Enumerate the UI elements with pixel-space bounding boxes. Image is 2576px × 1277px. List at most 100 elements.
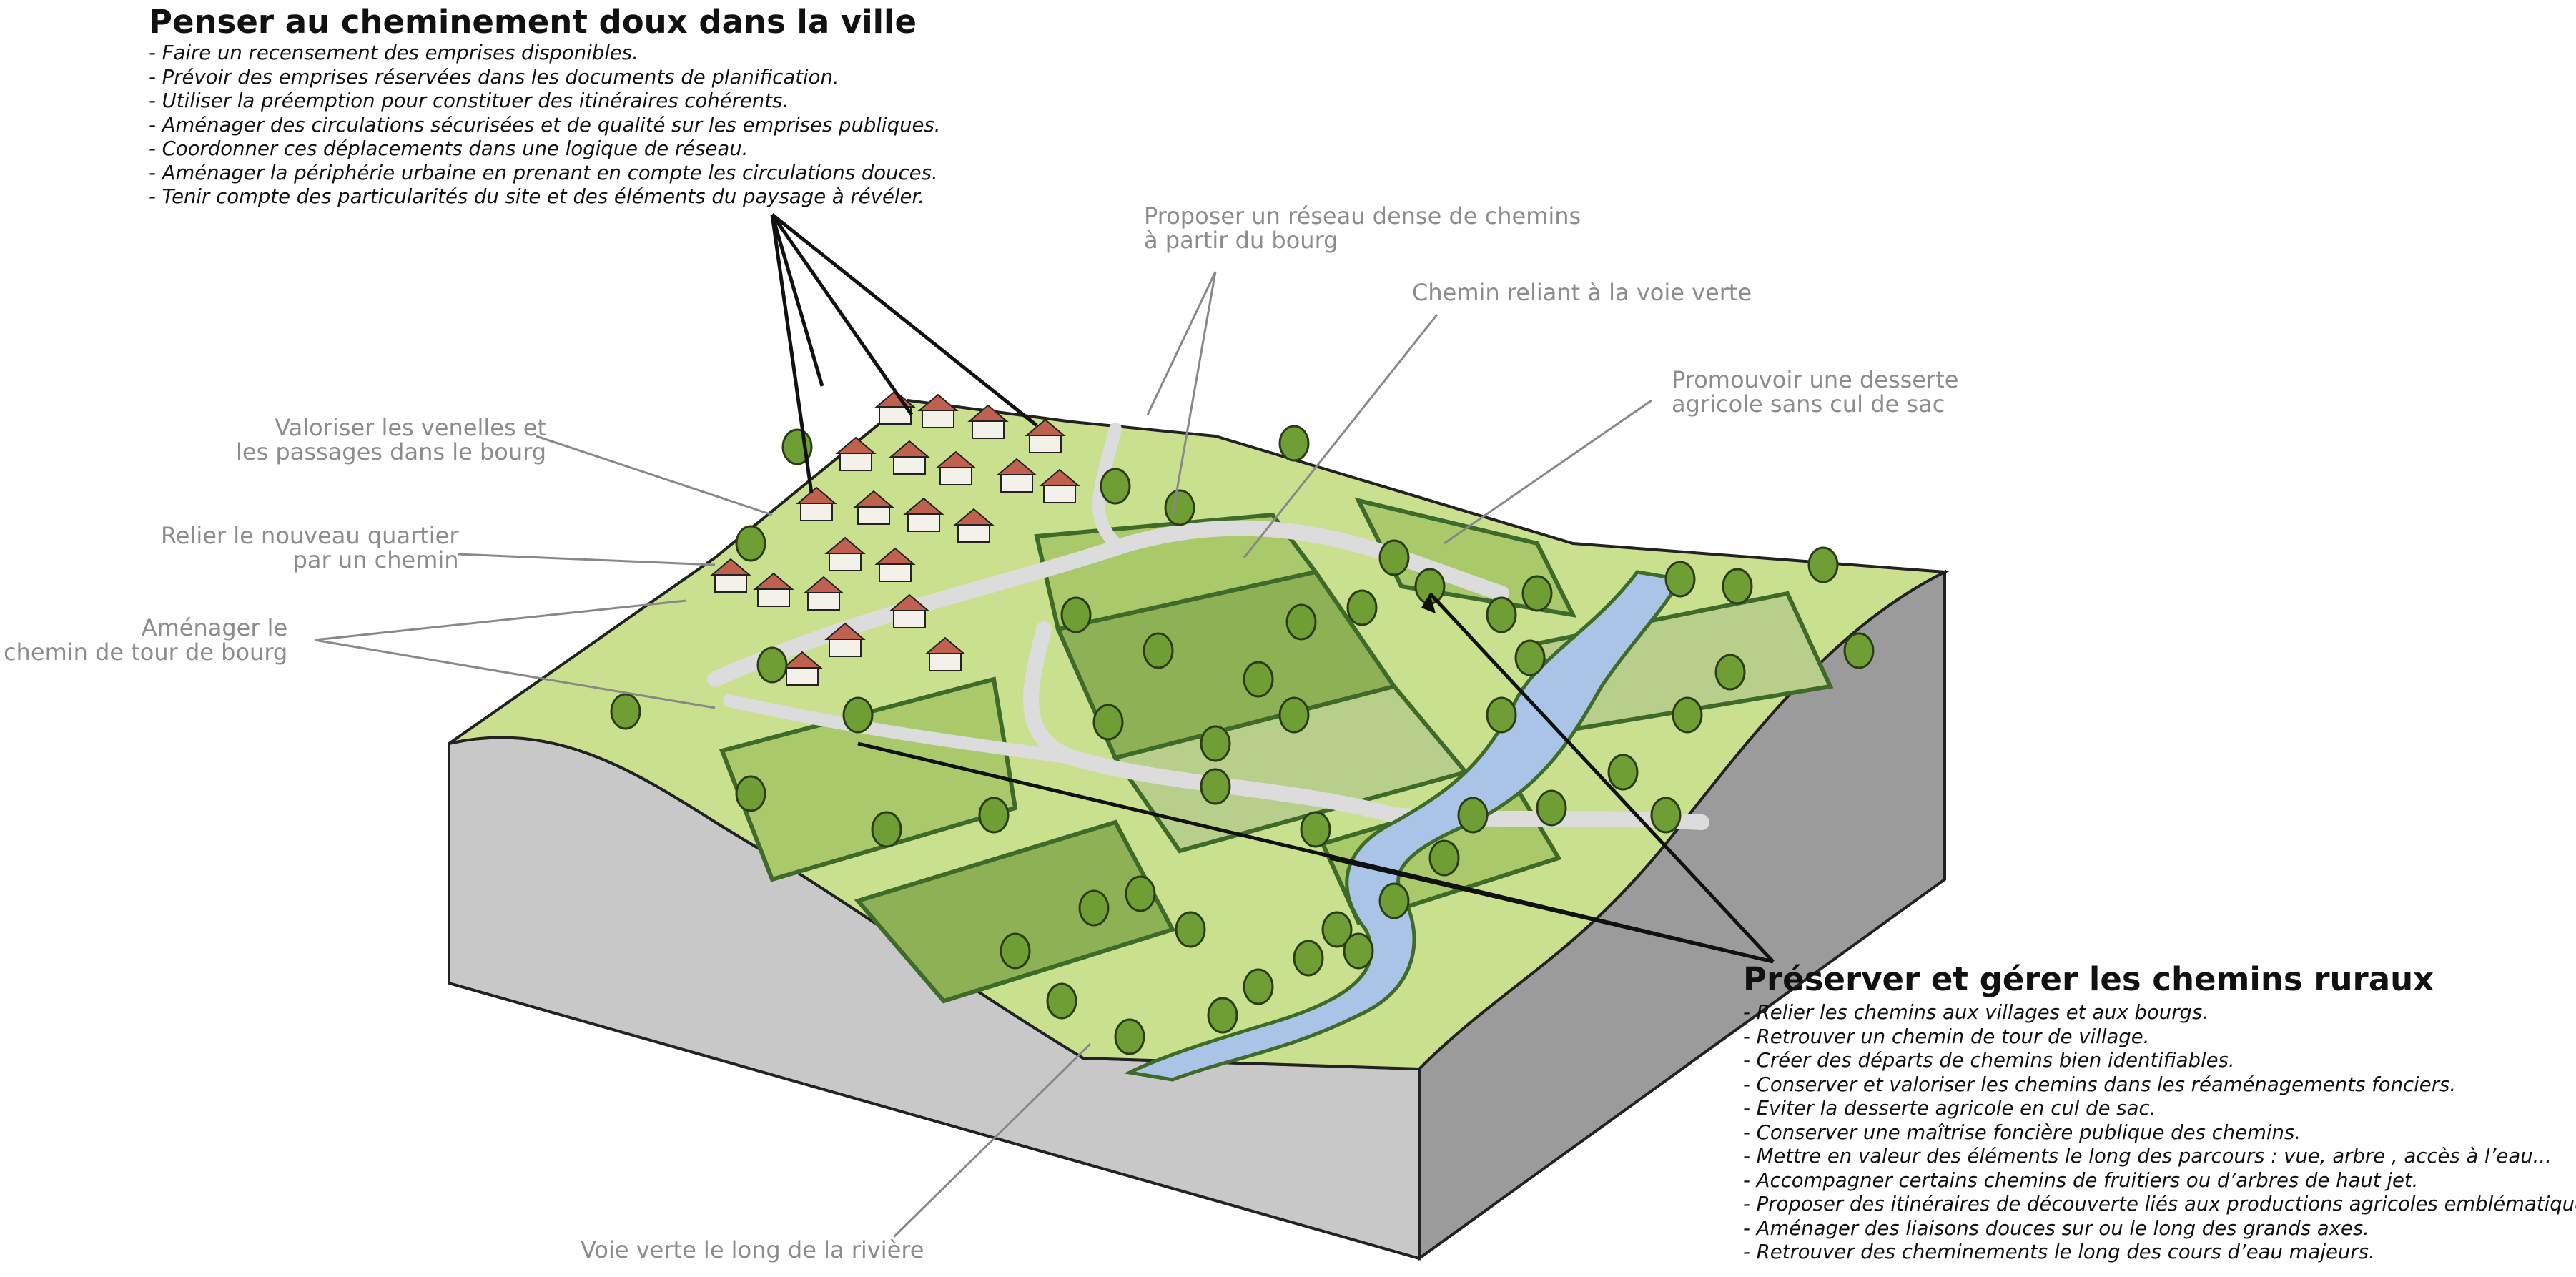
tree [1486,696,1517,734]
tree [1046,982,1077,1020]
tree [1664,561,1696,598]
tree [1200,725,1231,762]
house [935,450,977,485]
tree [1378,882,1410,919]
tree [1207,997,1238,1034]
list-item: - Faire un recensement des emprises disp… [149,41,638,64]
house [953,508,995,543]
tree [1125,875,1156,912]
house [710,558,751,593]
tree [735,775,766,812]
house [917,393,959,428]
label-venelles: Valoriser les venelles et les passages d… [236,414,547,465]
village [710,390,1080,686]
tree [1285,603,1317,641]
tree [1278,425,1310,462]
bottom-block-title: Préserver et gérer les chemins ruraux [1743,960,2434,998]
label-line: Promouvoir une desserte [1672,366,1959,393]
list-item: - Coordonner ces déplacements dans une l… [149,137,749,160]
tree [978,797,1010,834]
list-item: - Aménager des circulations sécurisées e… [149,113,941,137]
house [874,547,916,582]
house [996,458,1037,493]
tree [1457,797,1489,834]
tree [756,646,788,684]
tree [1164,489,1195,526]
leader-line [770,214,814,494]
list-item: - Utiliser la préemption pour constituer… [149,89,789,112]
tree [1078,889,1110,927]
tree [871,811,902,848]
tree [1000,932,1031,970]
leader-line [1444,399,1652,545]
tree [1143,632,1174,669]
leader-line [1428,592,1775,963]
label-reseau-dense: Proposer un réseau dense de chemins à pa… [1144,204,1581,252]
rural-path [1092,423,1122,550]
tree [1378,539,1410,576]
label-line: les passages dans le bourg [236,438,547,465]
label-quartier: Relier le nouveau quartier par un chemin [161,523,459,572]
leader-line [1243,314,1438,558]
tree [1722,568,1753,605]
field-patch [854,819,1176,1004]
leader-line [314,599,687,641]
leader-line [770,214,824,387]
label-tour-bourg: Aménager le chemin de tour de bourg [4,616,287,664]
tree [1293,940,1324,977]
label-line: agricole sans cul de sac [1672,390,1945,418]
tree [610,693,641,730]
leader-line [1146,271,1217,415]
house [903,497,944,532]
leader-lines [314,213,1775,1238]
house [924,636,966,671]
river [1124,570,1683,1082]
house [967,404,1009,439]
label-line: Proposer un réseau dense de chemins [1144,202,1581,230]
house [835,436,877,471]
leader-line [770,213,914,416]
house [889,440,930,475]
tree [842,696,874,734]
tree [1607,754,1639,791]
list-item: - Retrouver un chemin de tour de village… [1743,1025,2150,1048]
top-block-title: Penser au cheminement doux dans la ville [149,3,917,41]
label-line: Chemin reliant à la voie verte [1412,279,1752,306]
top-block-list: - Faire un recensement des emprises disp… [149,41,941,209]
label-line: Valoriser les venelles et [275,414,547,441]
leader-line [457,553,716,566]
tree [1100,468,1131,505]
house [853,490,894,525]
house [796,486,837,521]
tree [1428,839,1460,877]
tree [735,525,766,562]
tree [1243,661,1274,698]
tree [1175,911,1206,948]
tree [1114,1018,1145,1055]
tree [1243,968,1274,1005]
list-item: - Tenir compte des particularités du sit… [149,185,924,208]
tree [1346,589,1378,626]
trees [610,425,1875,1055]
house [1025,418,1066,453]
label-line: chemin de tour de bourg [4,638,288,666]
house [753,572,794,607]
label-line: Aménager le [141,614,288,641]
leader-line [314,638,716,709]
leader-line [771,213,1038,427]
label-desserte: Promouvoir une desserte agricole sans cu… [1672,368,1958,416]
leader-line [536,435,773,516]
house [1039,468,1080,503]
rural-path [723,694,1079,764]
list-item: - Créer des départs de chemins bien iden… [1743,1049,2235,1072]
tree [1278,696,1310,734]
tree [1486,596,1517,633]
tree [1672,696,1703,734]
tree [1714,654,1746,691]
label-line: à partir du bourg [1144,226,1338,254]
list-item: - Conserver et valoriser les chemins dan… [1743,1073,2457,1096]
tree [1300,811,1331,848]
list-item: - Mettre en valeur des éléments le long … [1743,1145,2552,1168]
